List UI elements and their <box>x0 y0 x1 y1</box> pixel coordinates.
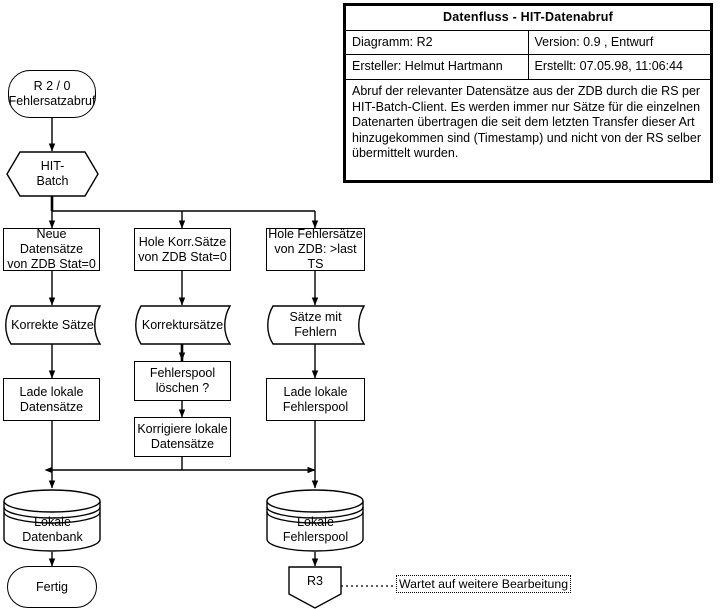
node-proc-new-line2: von ZDB Stat=0 <box>7 257 96 271</box>
node-data-errors-shape[interactable] <box>265 305 366 345</box>
title-block: Datenfluss - HIT-Datenabruf Diagramm: R2… <box>343 3 713 183</box>
node-load-local-line1: Lade lokale <box>19 384 84 399</box>
node-load-spool[interactable]: Lade lokale Fehlerspool <box>266 378 365 421</box>
node-spool-delete[interactable]: Fehlerspool löschen ? <box>134 361 231 401</box>
node-spool-delete-line1: Fehlerspool <box>149 366 216 380</box>
node-done-line1: Fertig <box>36 579 68 594</box>
node-r3-shape[interactable] <box>288 566 342 609</box>
node-start-line2: Fehlersatzabruf <box>8 94 96 108</box>
node-load-local-line2: Datensätze <box>19 399 84 414</box>
node-hit-batch-shape[interactable] <box>6 151 99 197</box>
node-start[interactable]: R 2 / 0 Fehlersatzabruf <box>8 70 96 118</box>
title-block-created: Erstellt: 07.05.98, 11:06:44 <box>527 54 711 80</box>
title-block-version: Version: 0.9 , Entwurf <box>527 29 711 56</box>
node-correct-local-line2: Datensätze <box>150 437 215 451</box>
node-proc-new-line1: Neue Datensätze <box>19 227 84 256</box>
node-db-spool-shape[interactable] <box>266 488 365 552</box>
node-data-corrections-shape[interactable] <box>133 305 232 345</box>
node-spool-delete-line2: löschen ? <box>155 381 210 395</box>
node-correct-local-line1: Korrigiere lokale <box>137 422 228 436</box>
node-load-local[interactable]: Lade lokale Datensätze <box>3 378 100 421</box>
annotation-wait-note: Wartet auf weitere Bearbeitung <box>396 575 572 593</box>
node-load-spool-line1: Lade lokale <box>283 384 348 399</box>
node-db-local-shape[interactable] <box>3 488 102 552</box>
node-data-correct-shape[interactable] <box>3 305 102 345</box>
node-proc-corr[interactable]: Hole Korr.Sätze von ZDB Stat=0 <box>134 228 231 271</box>
node-proc-err-line2: von ZDB: >last TS <box>274 242 357 271</box>
node-proc-corr-line1: Hole Korr.Sätze <box>138 234 227 249</box>
node-proc-corr-line2: von ZDB Stat=0 <box>138 249 227 264</box>
node-load-spool-line2: Fehlerspool <box>282 399 349 414</box>
node-proc-err-line1: Hole Fehlersätze <box>268 227 363 241</box>
node-start-line1: R 2 / 0 <box>33 79 71 93</box>
node-proc-new[interactable]: Neue Datensätze von ZDB Stat=0 <box>3 227 100 271</box>
title-block-description: Abruf der relevanter Datensätze aus der … <box>345 78 711 181</box>
node-done[interactable]: Fertig <box>7 566 97 608</box>
node-correct-local[interactable]: Korrigiere lokale Datensätze <box>134 417 231 457</box>
node-proc-err[interactable]: Hole Fehlersätze von ZDB: >last TS <box>266 227 365 271</box>
